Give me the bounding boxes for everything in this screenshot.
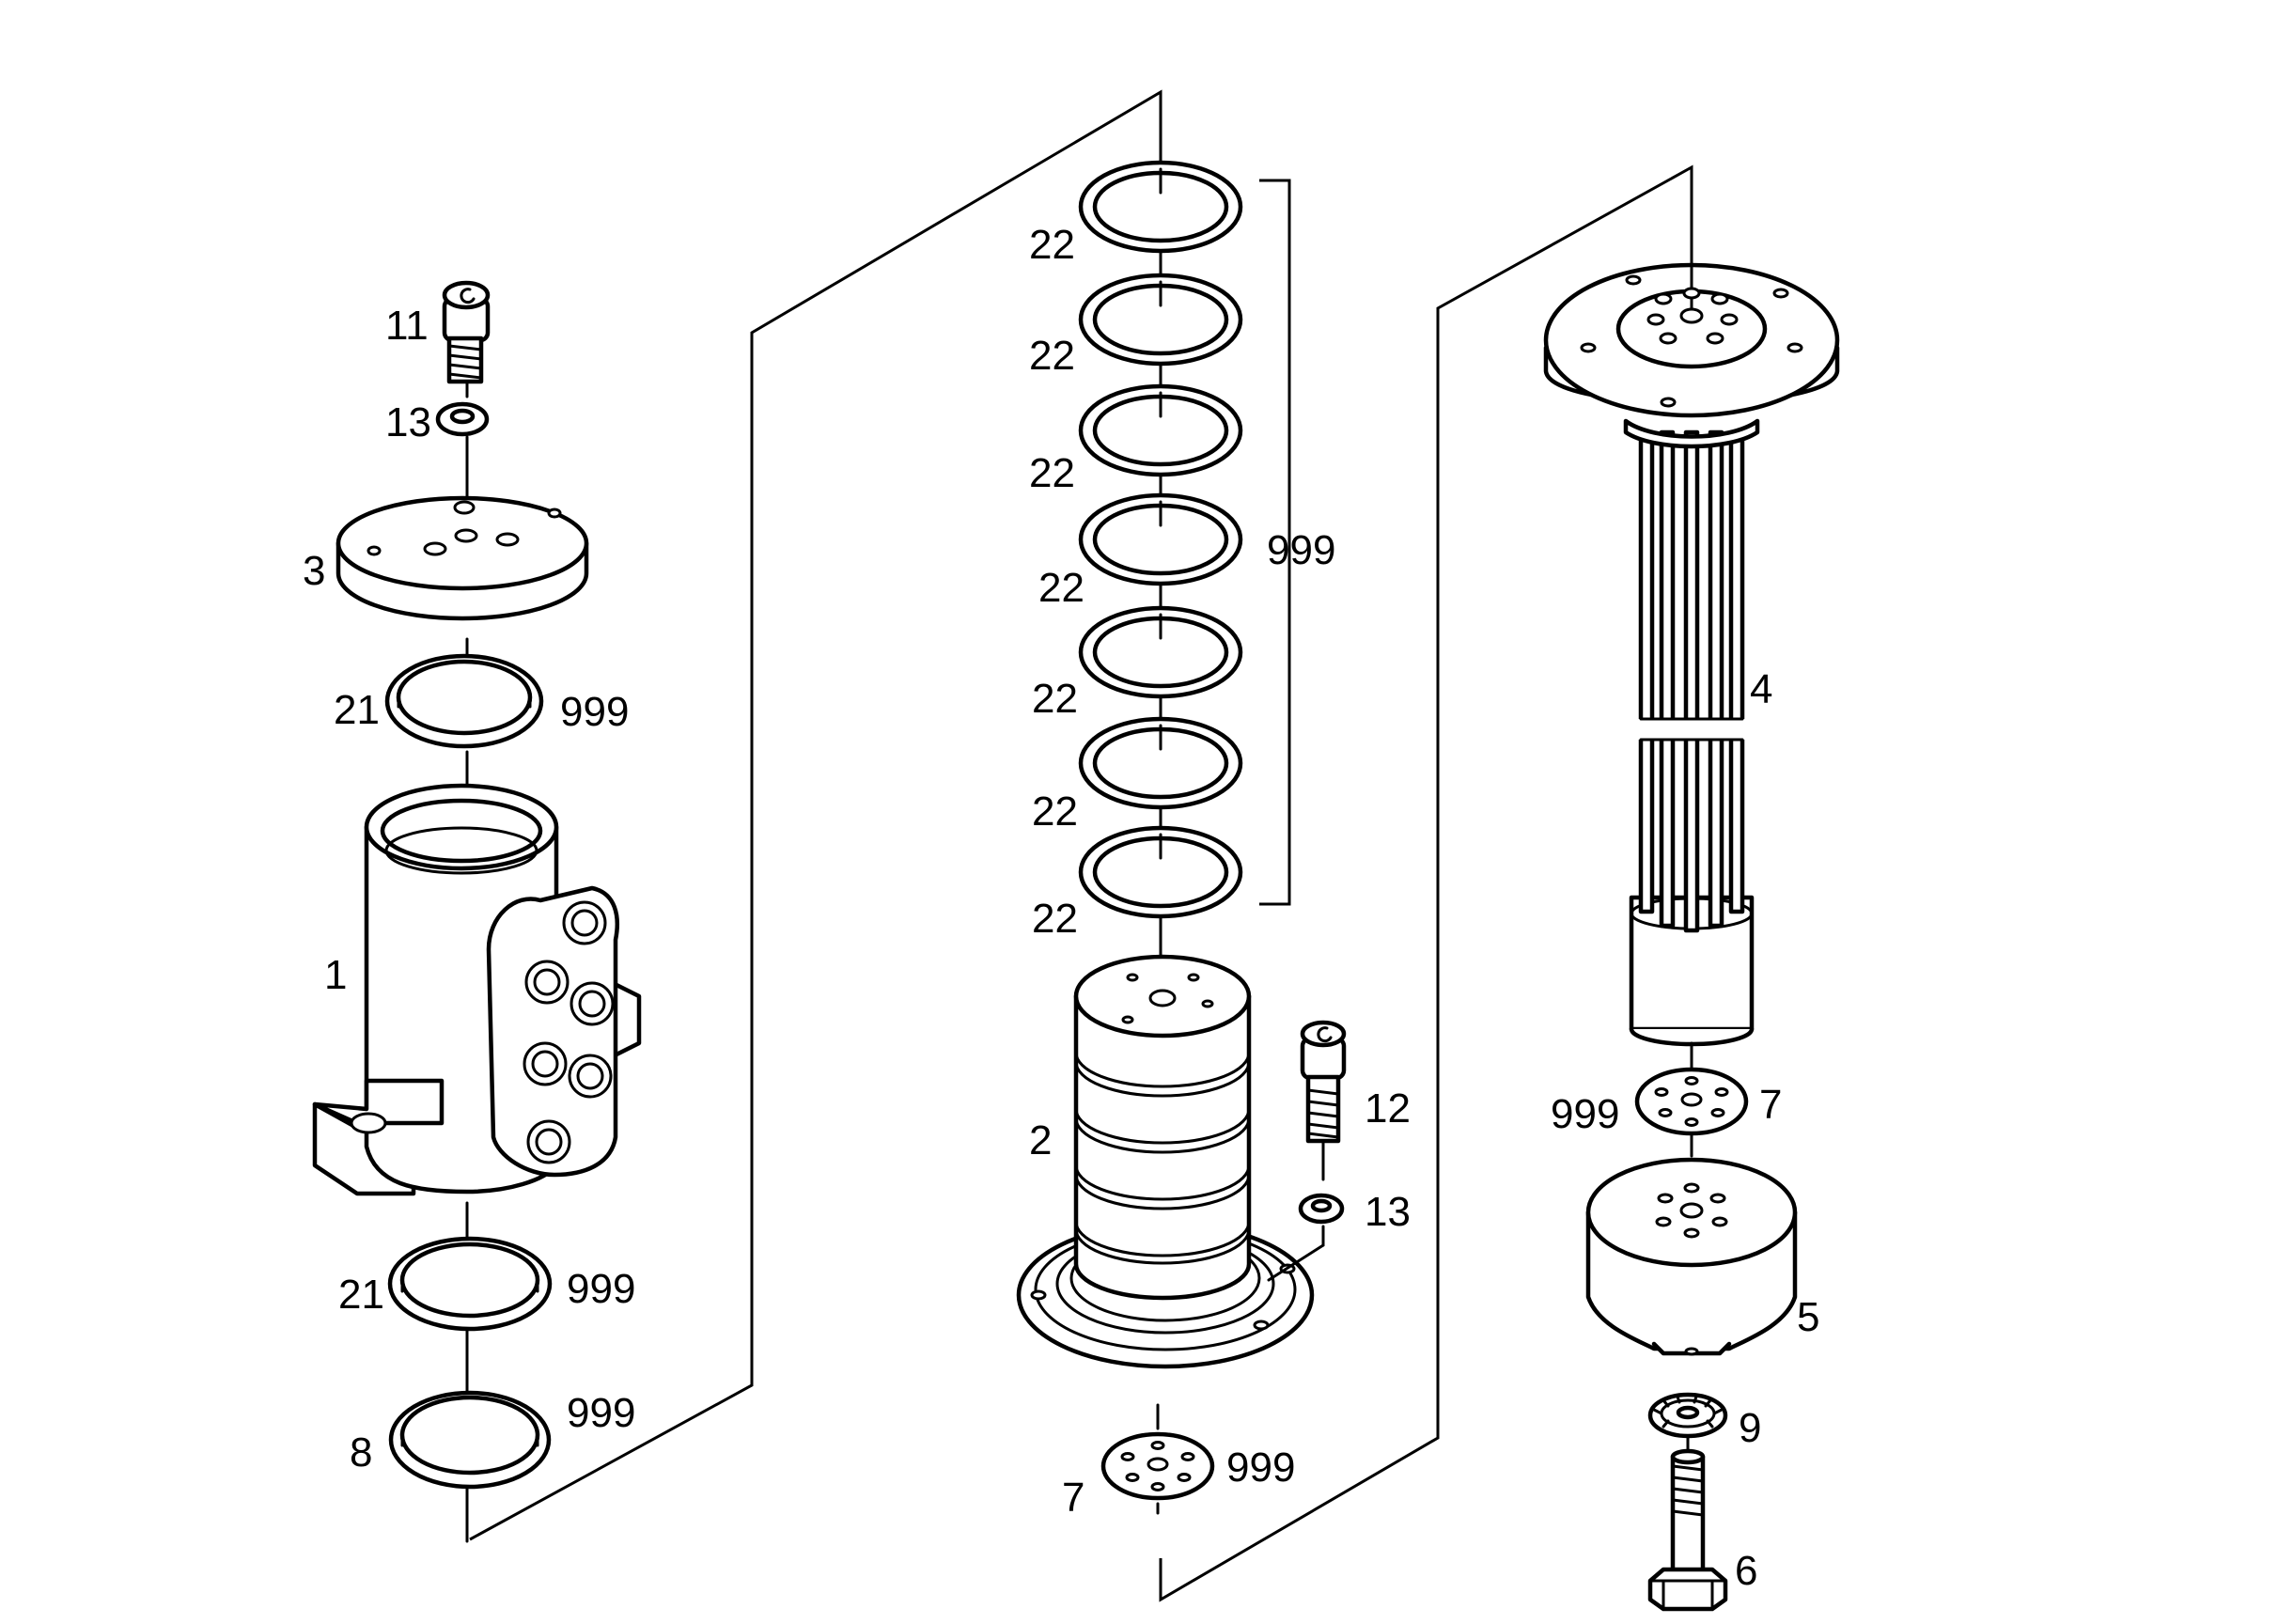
right-assembly xyxy=(1543,242,1840,1612)
label-part-4: 4 xyxy=(1750,666,1772,712)
label-part-22-4: 22 xyxy=(1038,565,1084,611)
end-cap-5 xyxy=(1585,1157,1798,1356)
seal-ring-8 xyxy=(388,1390,552,1490)
label-kit-999-ring21b: 999 xyxy=(567,1266,635,1312)
label-part-2: 2 xyxy=(1029,1117,1052,1163)
label-part-21b: 21 xyxy=(338,1272,384,1318)
label-part-7a: 7 xyxy=(1062,1475,1084,1521)
serrated-washer-9 xyxy=(1647,1392,1728,1439)
label-part-13a: 13 xyxy=(385,399,431,445)
cover-plate-3 xyxy=(335,495,589,621)
rotor-shaft-2 xyxy=(1016,954,1315,1369)
label-part-13b: 13 xyxy=(1365,1189,1411,1235)
label-kit-999-disc7a: 999 xyxy=(1226,1444,1295,1491)
label-part-21a: 21 xyxy=(334,687,380,733)
middle-assembly xyxy=(1016,156,1347,1515)
label-part-12: 12 xyxy=(1365,1085,1411,1132)
left-assembly xyxy=(312,280,642,1543)
label-kit-999-ring8: 999 xyxy=(567,1390,635,1436)
filter-disc-7b xyxy=(1634,1067,1749,1136)
label-part-11: 11 xyxy=(385,303,429,349)
label-part-3: 3 xyxy=(303,548,325,594)
valve-housing-1 xyxy=(312,783,642,1196)
label-part-22-6: 22 xyxy=(1032,789,1078,835)
label-part-22-5: 22 xyxy=(1032,676,1078,722)
assembly-connector-lines xyxy=(469,89,1693,1602)
lock-washer-13b xyxy=(1298,1193,1345,1225)
cap-screw-11 xyxy=(442,280,491,384)
lock-washer-13a xyxy=(435,401,490,437)
label-part-22-3: 22 xyxy=(1029,450,1075,496)
label-kit-999-disc7b: 999 xyxy=(1551,1091,1619,1137)
label-kit-999-ring21a: 999 xyxy=(560,689,629,735)
hex-bolt-6 xyxy=(1647,1436,1728,1612)
label-part-5: 5 xyxy=(1797,1294,1819,1340)
seal-ring-21a xyxy=(384,653,544,749)
label-part-6: 6 xyxy=(1735,1548,1757,1594)
label-part-8: 8 xyxy=(350,1429,372,1476)
label-part-1: 1 xyxy=(324,952,347,998)
filter-disc-7a xyxy=(1100,1403,1215,1515)
cap-screw-12 xyxy=(1267,1020,1347,1282)
part-labels: 11 13 3 21 999 1 21 999 8 999 22 22 22 2… xyxy=(303,222,1819,1594)
distributor-shaft-4 xyxy=(1543,242,1840,1047)
label-kit-999-ring22: 999 xyxy=(1267,527,1335,573)
label-part-22-1: 22 xyxy=(1029,222,1075,268)
seal-ring-21b xyxy=(387,1236,553,1332)
o-ring-stack-22 xyxy=(1078,156,1243,970)
label-part-9: 9 xyxy=(1739,1405,1761,1451)
label-part-22-7: 22 xyxy=(1032,896,1078,942)
label-part-22-2: 22 xyxy=(1029,333,1075,379)
label-part-7b: 7 xyxy=(1759,1082,1782,1128)
kit-bracket xyxy=(1259,179,1291,906)
